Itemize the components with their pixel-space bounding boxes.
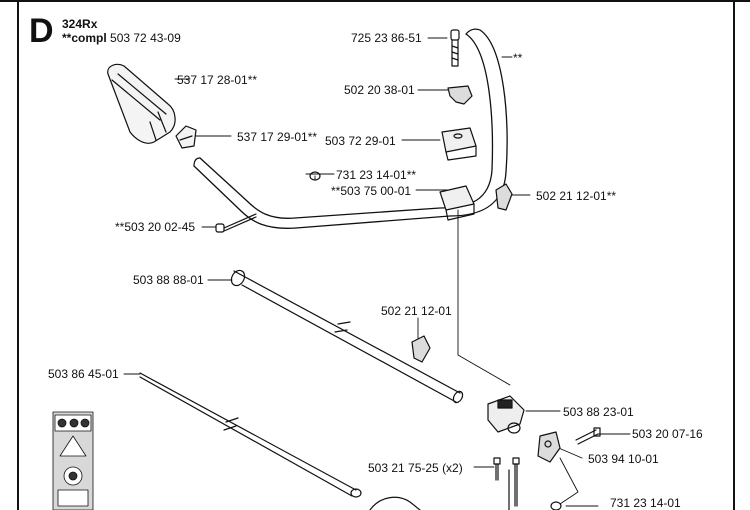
- washer-bottom: [550, 501, 562, 510]
- holder: [487, 395, 525, 434]
- section-letter: D: [29, 12, 54, 50]
- frame-left-line: [17, 0, 19, 510]
- compl-prefix: **compl: [62, 31, 107, 45]
- bolt-top: [450, 29, 460, 67]
- label-knob-top: 502 20 38-01: [344, 83, 415, 97]
- tube: [230, 269, 464, 404]
- screws-bottom: [493, 457, 520, 510]
- shaft: [139, 372, 362, 498]
- motor-housing-edge: [369, 496, 421, 510]
- label-shaft: 503 86 45-01: [48, 367, 119, 381]
- warning-label-icon: [52, 411, 94, 510]
- screw-left: [215, 213, 257, 233]
- label-bracket: 503 94 10-01: [588, 452, 659, 466]
- label-tube: 503 88 88-01: [133, 273, 204, 287]
- bracket: [537, 431, 561, 463]
- screw-right: [575, 427, 601, 445]
- label-clamp-lower: **503 75 00-01: [331, 184, 412, 198]
- clamp-top: [441, 127, 477, 161]
- label-washer-bottom: 731 23 14-01: [610, 496, 681, 510]
- grip: [107, 63, 176, 144]
- label-screw-left: **503 20 02-45: [115, 220, 196, 234]
- label-screws-bottom: 503 21 75-25 (x2): [368, 461, 463, 475]
- label-grip: 537 17 28-01**: [177, 73, 258, 87]
- frame-top-line: [0, 0, 750, 2]
- knob-middle: [411, 335, 431, 363]
- label-washer-top: 731 23 14-01**: [336, 168, 417, 182]
- label-screw-right: 503 20 07-16: [632, 427, 703, 441]
- compl-number: 503 72 43-09: [110, 31, 181, 45]
- complete-assembly-line: **compl 503 72 43-09: [62, 31, 181, 45]
- throttle-holder: [175, 125, 197, 149]
- label-holder: 503 88 23-01: [563, 405, 634, 419]
- label-knob-right: 502 21 12-01**: [536, 189, 617, 203]
- model-name: 324Rx: [62, 17, 98, 31]
- label-clamp-top: 503 72 29-01: [325, 134, 396, 148]
- label-knob-middle: 502 21 12-01: [381, 304, 452, 318]
- handlebar: [193, 28, 508, 229]
- label-throttle-holder: 537 17 29-01**: [237, 130, 318, 144]
- knob-top: [447, 85, 473, 105]
- washer-top: [309, 171, 321, 181]
- clamp-lower: [439, 185, 475, 221]
- frame-right-line: [733, 0, 735, 510]
- label-handlebar: **: [513, 51, 523, 65]
- label-bolt-top: 725 23 86-51: [351, 31, 422, 45]
- knob-right: [495, 183, 513, 211]
